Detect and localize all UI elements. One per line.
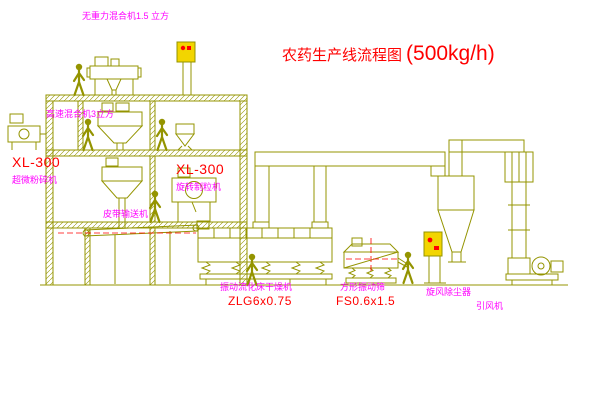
rotary-granulator-machine	[171, 167, 217, 222]
high-speed-mixer-machine	[96, 102, 144, 150]
label-dryer-model: ZLG6x0.75	[228, 294, 292, 308]
belt-conveyor-machine	[82, 224, 200, 284]
label-dryer-name: 振动流化床干燥机	[220, 282, 293, 292]
label-fan: 引风机	[476, 301, 504, 311]
lower-mixer-machine	[100, 157, 144, 228]
label-cyclone: 旋风除尘器	[426, 287, 472, 297]
label-left-unit-model: XL-300	[12, 154, 61, 170]
label-belt-conveyor: 皮带输送机	[103, 209, 149, 219]
label-sieve-name: 方形振动筛	[340, 282, 386, 292]
label-high-speed-mixer: 高速混合机3立方	[46, 109, 115, 119]
label-left-unit-name: 超微粉碎机	[12, 175, 58, 185]
pulverizer-machine	[7, 113, 46, 150]
label-mid-unit-name: 旋转制粒机	[176, 182, 222, 192]
fluid-bed-dryer-machine	[196, 220, 333, 285]
diagram-title-capacity: (500kg/h)	[406, 42, 495, 65]
diagram-title-text: 农药生产线流程图	[282, 47, 403, 64]
center-lines	[58, 232, 398, 272]
diagram-title: 农药生产线流程图 (500kg/h)	[282, 42, 495, 66]
cyclone-separator-machine	[437, 175, 475, 263]
building-structure	[45, 94, 248, 286]
label-sieve-model: FS0.6x1.5	[336, 294, 396, 308]
induced-draft-fan-machine	[505, 256, 564, 285]
control-panel-upper	[176, 41, 196, 96]
feed-hopper-machine	[175, 123, 195, 151]
control-panel-lower	[423, 231, 446, 284]
vibrating-sieve-machine	[342, 237, 410, 284]
duct-work	[254, 139, 525, 223]
label-gravity-mixer: 无重力混合机1.5 立方	[82, 11, 170, 21]
gravity-mixer-machine	[86, 56, 142, 95]
exhaust-stack	[504, 151, 534, 275]
label-mid-unit-model: XL-300	[176, 161, 225, 177]
